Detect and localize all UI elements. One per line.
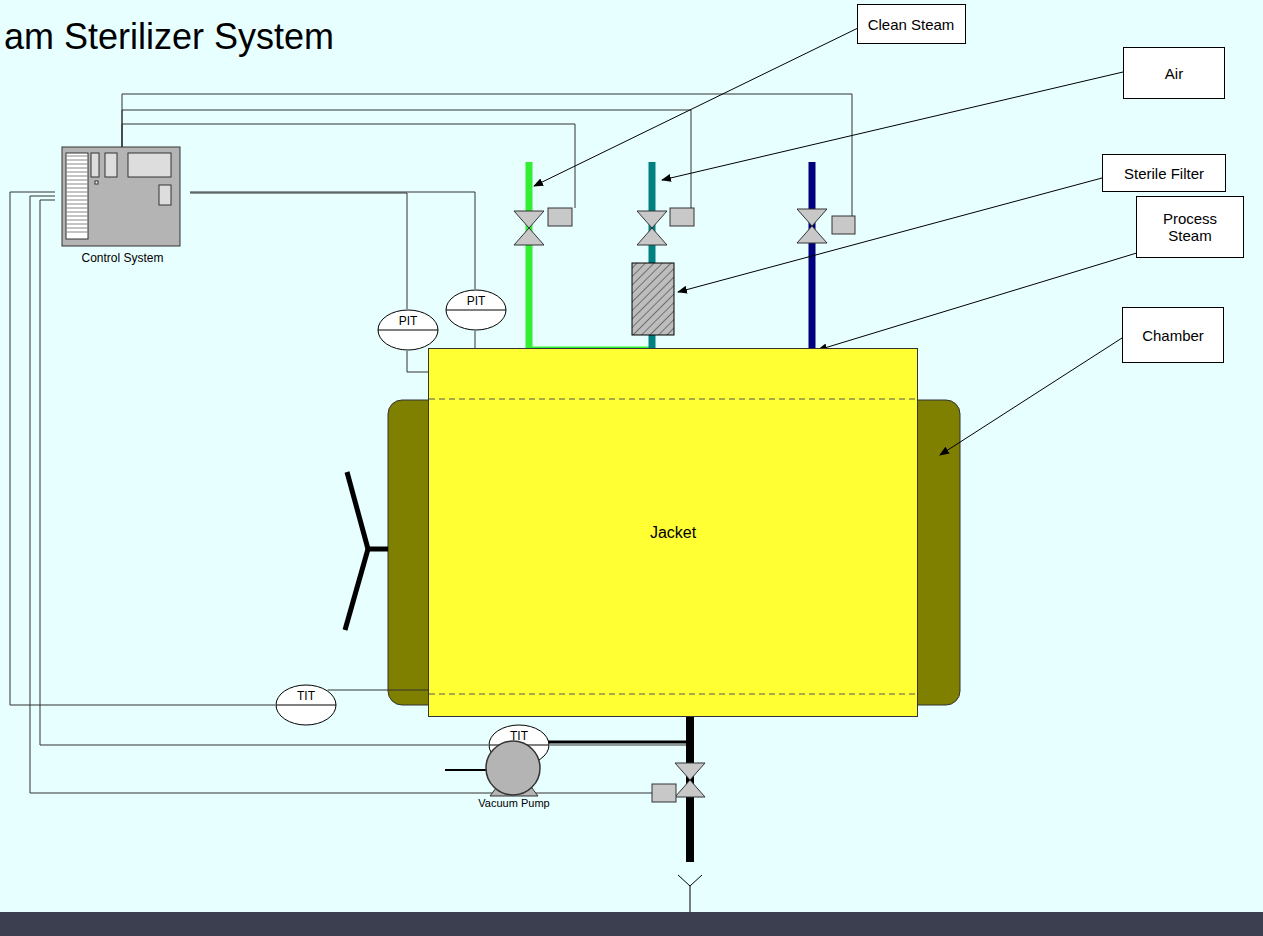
door-handle [345, 472, 388, 630]
control-system: Control System [55, 145, 190, 268]
node-label: Sterile Filter [1118, 165, 1210, 182]
callout-box: Air [1123, 47, 1225, 99]
instrument-circle: PIT [377, 309, 439, 351]
node-label: Vacuum Pump [458, 797, 570, 810]
instrument-circle: PIT [445, 289, 507, 331]
signal-wire [475, 331, 476, 348]
drain-funnel [678, 875, 702, 912]
node-label: Control System [55, 251, 190, 265]
signal-wire [190, 192, 475, 289]
signal-wire [328, 690, 428, 691]
node-label: Process Steam [1137, 210, 1243, 244]
node-label: Air [1159, 65, 1189, 82]
node-label: PIT [377, 314, 439, 328]
control-system-outline [55, 145, 190, 268]
signal-wire [10, 192, 275, 705]
callout-box: Process Steam [1136, 196, 1244, 258]
node-label: TIT [488, 729, 550, 743]
instrument-circle: TIT [275, 684, 337, 726]
callout-box: Chamber [1122, 307, 1224, 363]
jacket-vessel: Jacket [428, 348, 918, 717]
node-label: TIT [275, 689, 337, 703]
node-label: Jacket [650, 524, 696, 542]
page-title: am Sterilizer System [4, 16, 334, 58]
node-label: Clean Steam [862, 16, 961, 33]
node-label: PIT [445, 294, 507, 308]
callout-box: Sterile Filter [1102, 154, 1226, 192]
vacuum-pump: Vacuum Pump [478, 738, 550, 812]
node-label: Chamber [1136, 327, 1210, 344]
sterile-filter [632, 263, 674, 335]
signal-wire [407, 351, 428, 372]
signal-wire [190, 193, 407, 309]
callout-box: Clean Steam [857, 4, 966, 44]
signal-wire [40, 200, 488, 745]
footer-band [0, 912, 1263, 936]
